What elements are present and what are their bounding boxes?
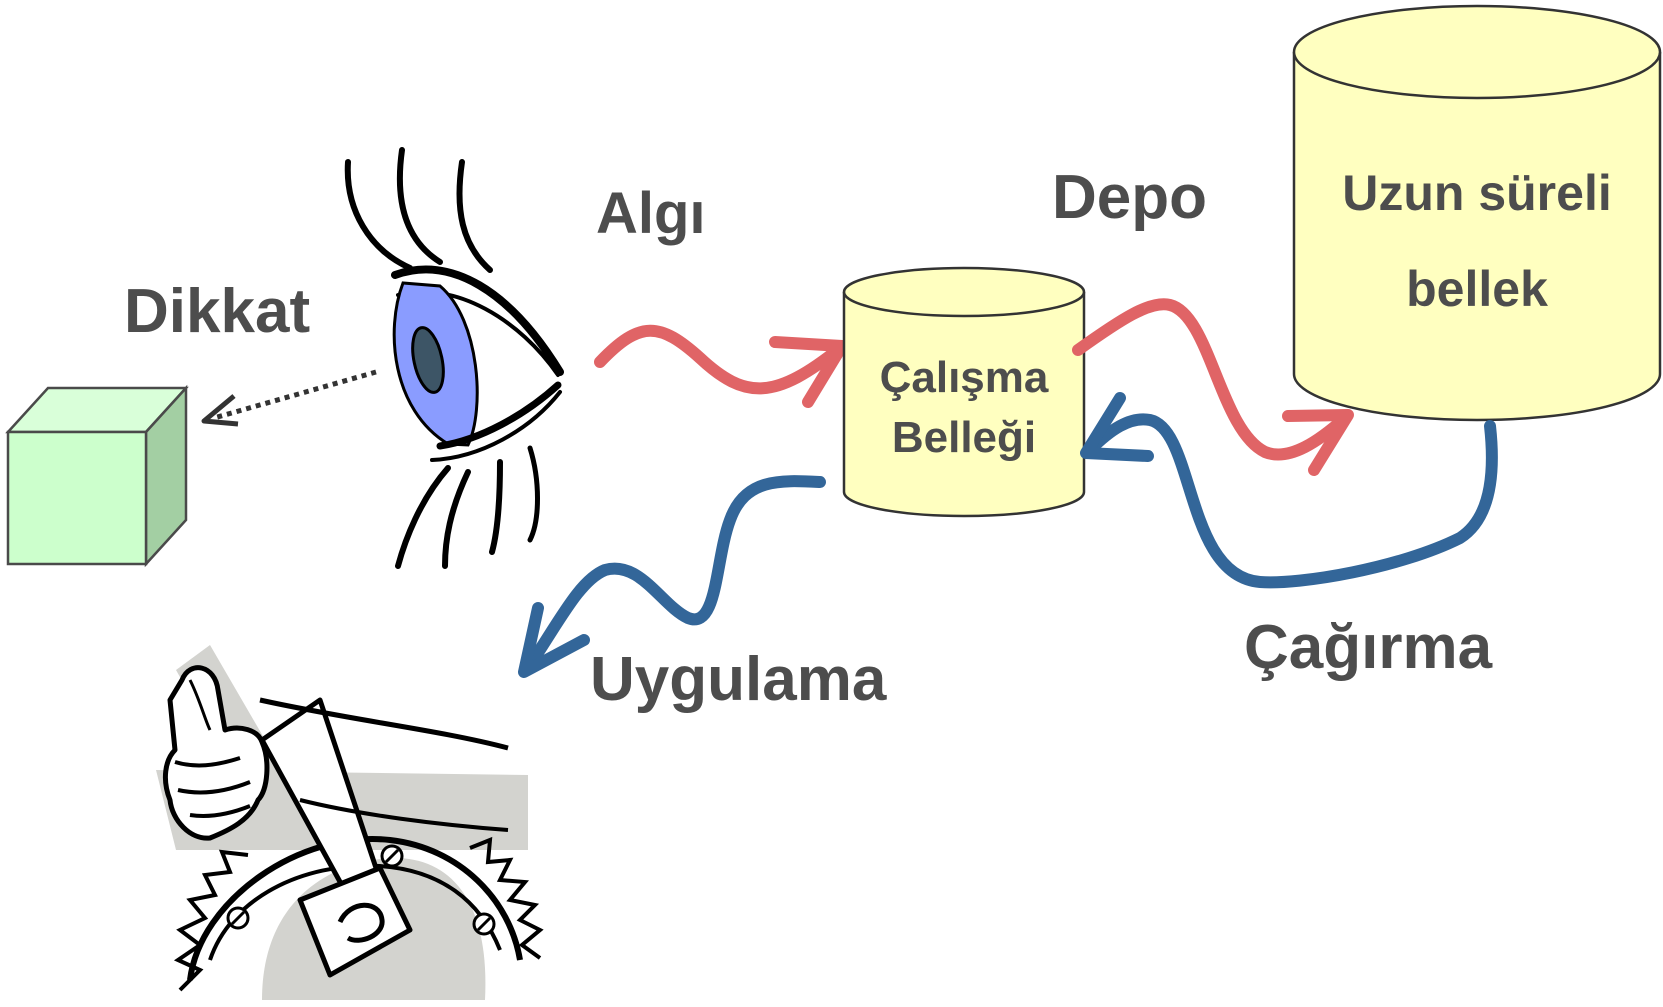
execution-label: Uygulama xyxy=(590,645,887,714)
hand-lever-gear-icon xyxy=(156,645,544,1000)
execution-arrow xyxy=(518,475,826,678)
long-term-memory-label-line2: bellek xyxy=(1406,261,1548,317)
long-term-memory-label-line1: Uzun süreli xyxy=(1342,165,1611,221)
retrieval-label: Çağırma xyxy=(1244,613,1493,682)
long-term-memory-cylinder xyxy=(1292,4,1662,422)
eye-icon xyxy=(344,147,564,569)
attention-arrow xyxy=(201,369,377,427)
perception-arrow xyxy=(594,324,848,408)
working-memory-label-line1: Çalışma xyxy=(880,353,1049,402)
working-memory-label-line2: Belleği xyxy=(892,413,1036,462)
attention-label: Dikkat xyxy=(124,277,310,346)
storage-label: Depo xyxy=(1052,163,1207,232)
working-memory-cylinder xyxy=(842,266,1086,518)
retrieval-arrow xyxy=(1080,392,1498,589)
storage-arrow xyxy=(1072,298,1354,476)
cube-icon xyxy=(5,384,189,568)
perception-label: Algı xyxy=(596,181,706,246)
